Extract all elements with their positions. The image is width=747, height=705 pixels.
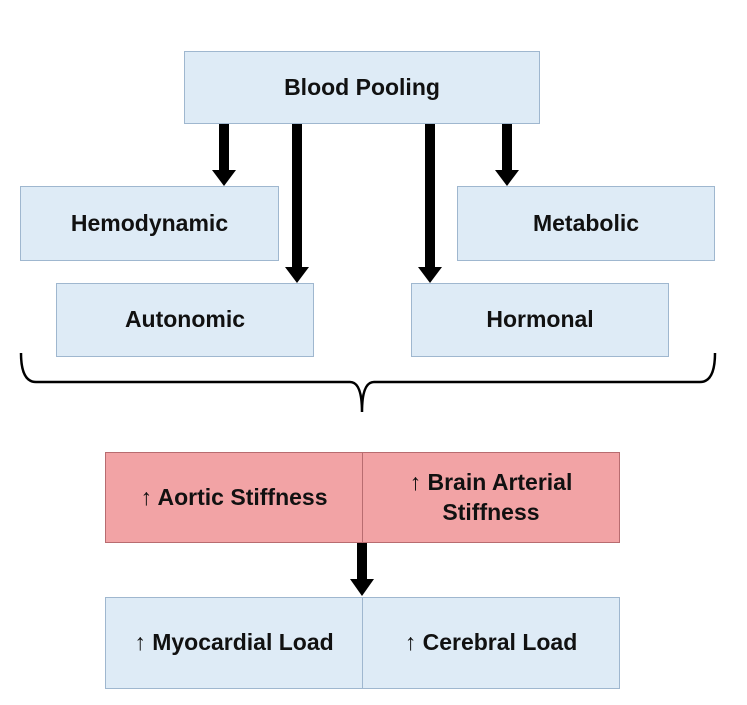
arrow-to-hormonal bbox=[425, 124, 435, 269]
arrowhead-load bbox=[350, 579, 374, 596]
brain-arterial-stiffness-box: ↑ Brain Arterial Stiffness bbox=[362, 452, 620, 543]
metabolic-label: Metabolic bbox=[532, 209, 640, 236]
autonomic-box: Autonomic bbox=[56, 283, 314, 357]
hemodynamic-box: Hemodynamic bbox=[20, 186, 279, 261]
arrow-to-metabolic bbox=[502, 124, 512, 172]
hormonal-box: Hormonal bbox=[411, 283, 669, 357]
hemodynamic-label: Hemodynamic bbox=[70, 209, 229, 236]
arrowhead-autonomic bbox=[285, 267, 309, 283]
arrow-to-hemodynamic bbox=[219, 124, 229, 172]
brain-stiffness-label-line2: Stiffness bbox=[442, 498, 540, 525]
arrowhead-metabolic bbox=[495, 170, 519, 186]
aortic-stiffness-box: ↑ Aortic Stiffness bbox=[105, 452, 363, 543]
hormonal-label: Hormonal bbox=[486, 306, 594, 333]
arrow-to-load bbox=[357, 543, 367, 581]
myocardial-load-box: ↑ Myocardial Load bbox=[105, 597, 363, 689]
arrow-to-autonomic bbox=[292, 124, 302, 269]
metabolic-box: Metabolic bbox=[457, 186, 715, 261]
arrowhead-hormonal bbox=[418, 267, 442, 283]
aortic-stiffness-label: ↑ Aortic Stiffness bbox=[140, 483, 328, 510]
grouping-brace bbox=[19, 352, 717, 413]
autonomic-label: Autonomic bbox=[124, 306, 246, 333]
cerebral-load-label: ↑ Cerebral Load bbox=[404, 629, 578, 656]
blood-pooling-label: Blood Pooling bbox=[284, 73, 440, 100]
brain-stiffness-label-line1: ↑ Brain Arterial bbox=[409, 468, 573, 495]
blood-pooling-box: Blood Pooling bbox=[184, 51, 540, 124]
cerebral-load-box: ↑ Cerebral Load bbox=[362, 597, 620, 689]
myocardial-load-label: ↑ Myocardial Load bbox=[134, 629, 334, 656]
arrowhead-hemodynamic bbox=[212, 170, 236, 186]
